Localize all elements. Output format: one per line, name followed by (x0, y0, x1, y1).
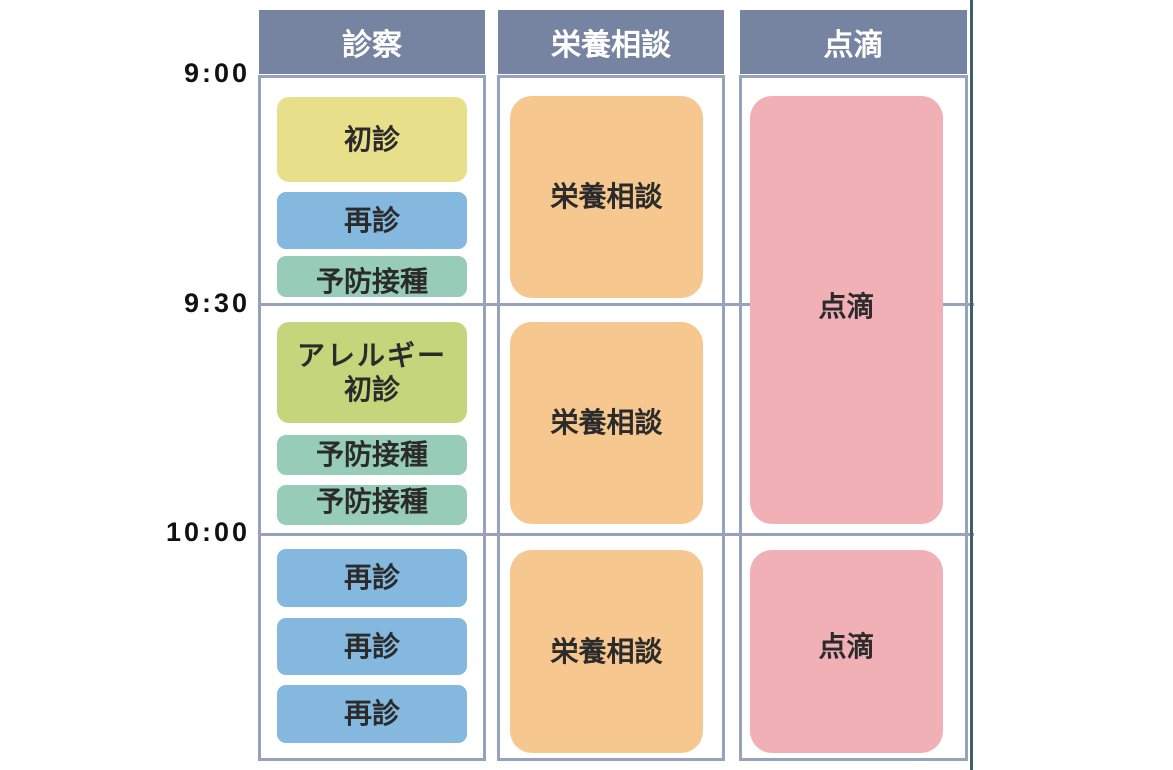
column-header-eiyo: 栄養相談 (498, 10, 724, 74)
appointment-label: 点滴 (818, 629, 875, 663)
appointment-label: 初診 (343, 122, 400, 156)
appointment-saishin[interactable]: 再診 (277, 192, 467, 249)
appointment-eiyo-soudan[interactable]: 栄養相談 (510, 322, 703, 524)
appointment-saishin[interactable]: 再診 (277, 549, 467, 607)
appointment-label: 再診 (343, 697, 400, 731)
appointment-yobo[interactable]: 予防接種 (277, 256, 467, 298)
appointment-shoshin[interactable]: 初診 (277, 97, 467, 182)
appointment-yobo[interactable]: 予防接種 (277, 435, 467, 475)
appointment-tenteki[interactable]: 点滴 (750, 96, 943, 524)
right-border-line (970, 0, 973, 770)
appointment-eiyo-soudan[interactable]: 栄養相談 (510, 550, 703, 753)
appointment-label: 予防接種 (315, 264, 428, 298)
time-label-0900: 9:00 (183, 58, 250, 88)
appointment-label: 再診 (343, 203, 400, 237)
appointment-yobo[interactable]: 予防接種 (277, 485, 467, 525)
appointment-label: 栄養相談 (550, 406, 663, 440)
appointment-tenteki[interactable]: 点滴 (750, 550, 943, 753)
appointment-eiyo-soudan[interactable]: 栄養相談 (510, 96, 703, 298)
gridline-1000 (258, 533, 974, 536)
appointment-label: 栄養相談 (550, 634, 663, 668)
gridline-0930 (258, 303, 974, 306)
appointment-label: 予防接種 (315, 485, 428, 519)
time-label-1000: 10:00 (165, 517, 250, 547)
appointment-label: 再診 (343, 629, 400, 663)
appointment-label: 点滴 (818, 290, 875, 324)
appointment-label: 予防接種 (315, 438, 428, 472)
appointment-label-line2: 初診 (343, 372, 400, 406)
appointment-saishin[interactable]: 再診 (277, 685, 467, 743)
appointment-label: 栄養相談 (550, 180, 663, 214)
appointment-label: 再診 (343, 561, 400, 595)
appointment-saishin[interactable]: 再診 (277, 618, 467, 675)
appointment-label-line1: アレルギー (296, 338, 447, 372)
column-header-tenteki: 点滴 (740, 10, 967, 74)
time-label-0930: 9:30 (183, 288, 250, 318)
appointment-allergy-shoshin[interactable]: アレルギー 初診 (277, 322, 467, 423)
column-header-shinsatsu: 診察 (259, 10, 485, 74)
